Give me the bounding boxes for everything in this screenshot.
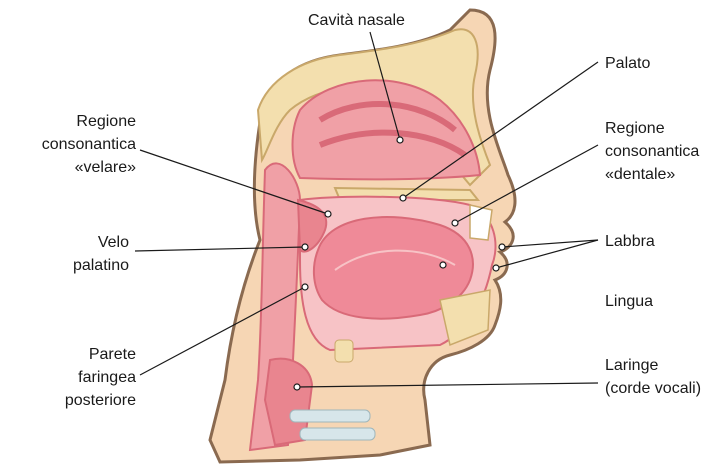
label-velo-palatino-line1: Velo	[73, 231, 129, 254]
label-parete-faringea-line1: Parete	[65, 343, 136, 366]
trachea-ring-2	[300, 428, 375, 440]
label-regione-velare-line2: consonantica	[42, 133, 136, 156]
label-labbra: Labbra	[605, 230, 655, 253]
upper-teeth	[470, 205, 492, 240]
label-parete-faringea-line2: faringea	[65, 366, 136, 389]
label-parete-faringea-line3: posteriore	[65, 389, 136, 412]
label-parete-faringea: Parete faringea posteriore	[65, 343, 136, 412]
label-regione-dentale: Regione consonantica «dentale»	[605, 117, 699, 186]
trachea-ring-1	[290, 410, 370, 422]
label-lingua: Lingua	[605, 290, 653, 313]
label-lingua-text: Lingua	[605, 290, 653, 313]
label-laringe: Laringe (corde vocali)	[605, 354, 701, 400]
label-labbra-text: Labbra	[605, 230, 655, 253]
label-regione-dentale-line1: Regione	[605, 117, 699, 140]
label-regione-velare: Regione consonantica «velare»	[42, 110, 136, 179]
label-palato-text: Palato	[605, 52, 650, 75]
label-velo-palatino: Velo palatino	[73, 231, 129, 277]
label-regione-velare-line1: Regione	[42, 110, 136, 133]
label-velo-palatino-line2: palatino	[73, 254, 129, 277]
label-regione-velare-line3: «velare»	[42, 156, 136, 179]
label-laringe-line2: (corde vocali)	[605, 377, 701, 400]
label-regione-dentale-line3: «dentale»	[605, 163, 699, 186]
label-cavita-nasale-text: Cavità nasale	[308, 9, 405, 32]
label-palato: Palato	[605, 52, 650, 75]
label-cavita-nasale: Cavità nasale	[308, 9, 405, 32]
label-regione-dentale-line2: consonantica	[605, 140, 699, 163]
label-laringe-line1: Laringe	[605, 354, 701, 377]
hyoid-bone	[335, 340, 353, 362]
